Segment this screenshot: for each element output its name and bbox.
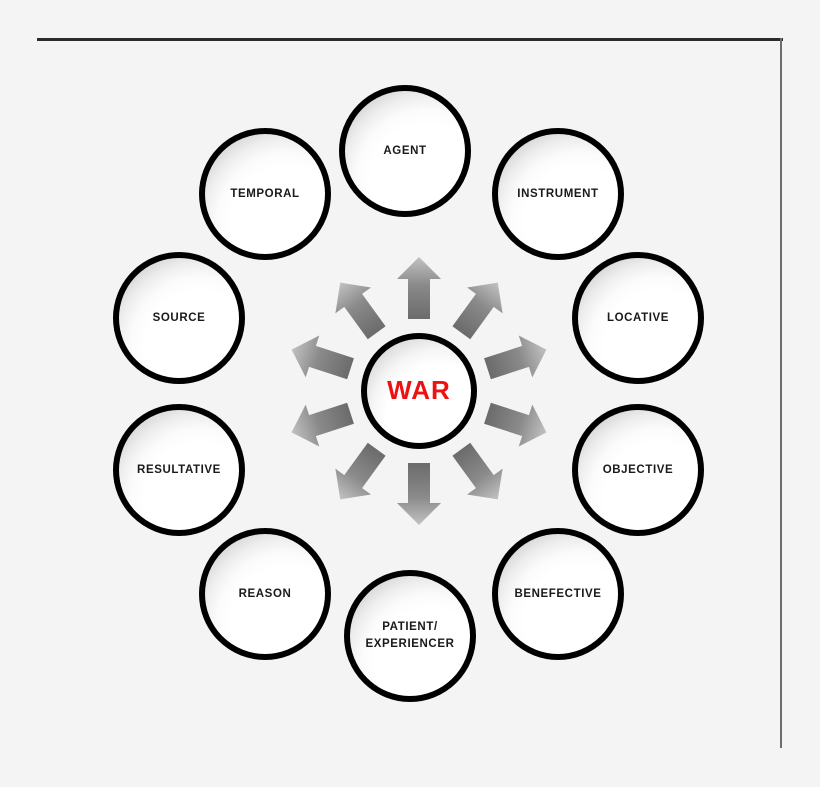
node-center-label: WAR [387, 375, 451, 406]
node-objective[interactable]: OBJECTIVE [572, 404, 704, 536]
arrow-to-objective [484, 402, 547, 447]
node-resultative-label: RESULTATIVE [137, 463, 221, 476]
frame-right-divider [780, 38, 782, 748]
node-instrument-label: INSTRUMENT [517, 187, 599, 200]
frame-top-divider [37, 38, 783, 41]
arrow-to-reason [335, 442, 386, 500]
node-temporal-label: TEMPORAL [230, 187, 300, 200]
node-reason[interactable]: REASON [199, 528, 331, 660]
node-objective-label: OBJECTIVE [602, 463, 674, 476]
arrow-to-instrument [452, 282, 503, 340]
arrow-to-locative [484, 335, 547, 380]
node-locative[interactable]: LOCATIVE [572, 252, 704, 384]
node-agent[interactable]: AGENT [339, 85, 471, 217]
arrow-to-temporal [335, 282, 386, 340]
arrow-to-resultative [291, 402, 354, 447]
node-agent-label: AGENT [383, 144, 427, 157]
arrow-to-agent [397, 257, 441, 319]
node-reason-label: REASON [238, 587, 292, 600]
node-instrument[interactable]: INSTRUMENT [492, 128, 624, 260]
node-source-label: SOURCE [152, 311, 206, 324]
arrow-to-patient-experiencer [397, 463, 441, 525]
arrow-to-benefective [452, 442, 503, 500]
node-center-war[interactable]: WAR [361, 333, 477, 449]
node-patient-experiencer-label: PATIENT/ EXPERIENCER [365, 621, 455, 650]
node-benefective-label: BENEFECTIVE [514, 587, 602, 600]
node-source[interactable]: SOURCE [113, 252, 245, 384]
node-patient-experiencer[interactable]: PATIENT/ EXPERIENCER [344, 570, 476, 702]
node-temporal[interactable]: TEMPORAL [199, 128, 331, 260]
node-locative-label: LOCATIVE [606, 311, 670, 324]
node-benefective[interactable]: BENEFECTIVE [492, 528, 624, 660]
arrow-to-source [291, 335, 354, 380]
node-resultative[interactable]: RESULTATIVE [113, 404, 245, 536]
